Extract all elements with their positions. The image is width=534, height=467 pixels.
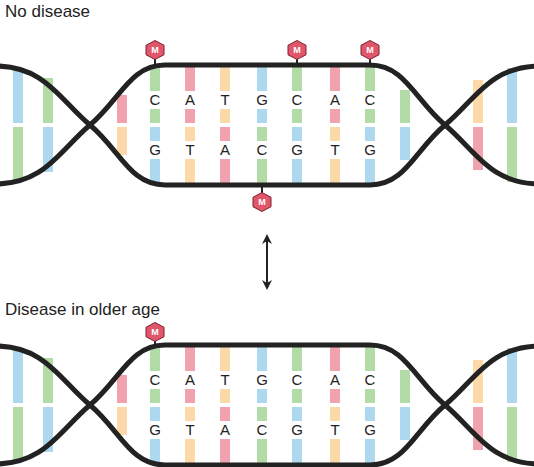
base-letter: C <box>254 421 270 439</box>
methyl-label: M <box>258 197 266 207</box>
methyl-label: M <box>366 45 374 55</box>
base-letter: G <box>147 141 163 159</box>
base-letter: G <box>289 421 305 439</box>
dna-panel: No diseaseM M M M <box>0 0 534 232</box>
double-helix <box>0 345 534 465</box>
base-letter: C <box>289 371 305 389</box>
base-letter: A <box>327 371 343 389</box>
base-letter: A <box>217 141 233 159</box>
base-letter: A <box>327 91 343 109</box>
base-letter: C <box>254 141 270 159</box>
base-letter: T <box>327 141 343 159</box>
base-letter: T <box>217 91 233 109</box>
base-letter: T <box>182 421 198 439</box>
methyl-label: M <box>293 45 301 55</box>
panel-heading: Disease in older age <box>5 300 160 320</box>
base-letter: G <box>147 421 163 439</box>
double-arrow <box>266 236 268 288</box>
panel-heading: No disease <box>5 2 90 22</box>
base-letter: G <box>254 91 270 109</box>
methyl-label: M <box>151 327 159 337</box>
base-letter: C <box>147 91 163 109</box>
base-letter: C <box>147 371 163 389</box>
base-letter: T <box>327 421 343 439</box>
methyl-mark: M <box>145 40 165 60</box>
dna-strand <box>0 65 534 184</box>
base-letter: G <box>254 371 270 389</box>
methyl-mark: M <box>360 40 380 60</box>
double-helix <box>0 65 534 185</box>
base-letter: C <box>362 371 378 389</box>
base-letter: A <box>182 371 198 389</box>
dna-strand <box>0 66 534 185</box>
methyl-label: M <box>151 45 159 55</box>
base-letter: C <box>362 91 378 109</box>
methyl-mark: M <box>145 322 165 342</box>
base-letter: G <box>362 421 378 439</box>
methyl-stems <box>155 58 370 345</box>
base-letter: A <box>182 91 198 109</box>
base-letter: C <box>289 91 305 109</box>
methyl-mark: M <box>287 40 307 60</box>
methyl-mark: M <box>252 192 272 212</box>
base-letter: T <box>217 371 233 389</box>
base-letter: T <box>182 141 198 159</box>
base-letter: A <box>217 421 233 439</box>
base-letter: G <box>362 141 378 159</box>
base-letter: G <box>289 141 305 159</box>
